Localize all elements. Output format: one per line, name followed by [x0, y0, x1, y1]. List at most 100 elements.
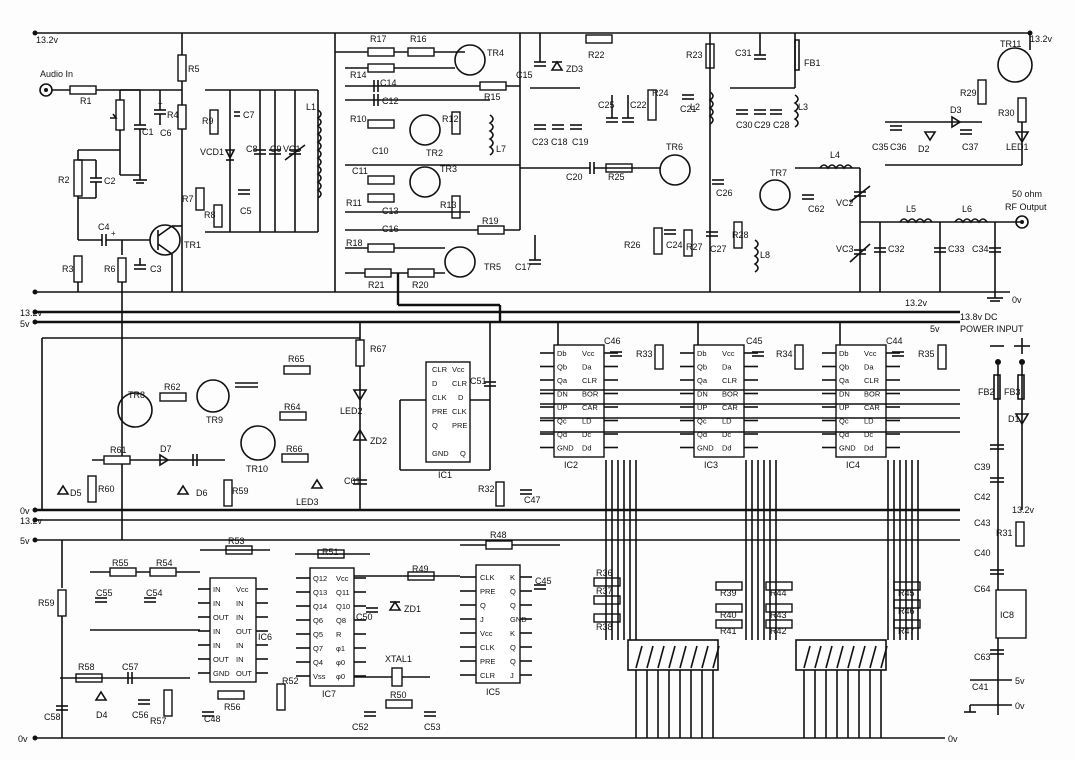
tr7-label: TR7 [770, 168, 787, 178]
ic-pin-label: OUT [236, 669, 252, 678]
ic-pin-label: GND [697, 444, 714, 453]
indicator-section: TR11 R29 R30 D3 C35 C36 D2 C37 LED1 [872, 33, 1033, 166]
r52-label: R52 [282, 676, 299, 686]
r12-label: R12 [442, 114, 459, 124]
oscillator-section: R9 C7 VCD1 R7 R8 C5 C8 C9 VC1 L1 [182, 89, 322, 233]
r11-label: R11 [346, 198, 362, 208]
ic-pin-label: Vcc [582, 349, 595, 358]
rail-label: 13.2v [20, 308, 43, 318]
c15-label: C15 [516, 70, 533, 80]
vc3-label: VC3 [836, 244, 854, 254]
rf-output-label: 50 ohm [1012, 189, 1042, 199]
zener-icon [550, 60, 564, 71]
r28-label: R28 [732, 230, 749, 240]
l1-label: L1 [306, 102, 316, 112]
terminal-icon [1019, 359, 1025, 365]
ic-pin-label: Da [582, 363, 592, 372]
zener-icon [388, 600, 402, 611]
r36-label: R36 [596, 568, 613, 578]
c27-label: C27 [710, 244, 727, 254]
r7-label: R7 [182, 194, 194, 204]
ic-pin-label: Da [864, 363, 874, 372]
c24-label: C24 [666, 240, 683, 250]
ic-pin-label: Vcc [236, 585, 249, 594]
ic-pin-label: Dc [582, 430, 591, 439]
r51-label: R51 [322, 547, 339, 557]
c20-label: C20 [566, 172, 583, 182]
rail-label: 13.2v [905, 298, 928, 308]
r39-label: R39 [720, 588, 737, 598]
ic-pin-label: GND [839, 444, 856, 453]
ic-pin-label: φ0 [336, 658, 345, 667]
c41-label: C41 [972, 682, 989, 692]
c9-label: C9 [270, 144, 282, 154]
c52-label: C52 [352, 722, 369, 732]
ic-pin-label: Qa [839, 376, 850, 385]
r31-label: R31 [996, 528, 1013, 538]
l8-label: L8 [760, 250, 770, 260]
ic-pin-label: Qc [839, 417, 849, 426]
r15-label: R15 [484, 92, 501, 102]
transistor-icon [149, 224, 181, 256]
tr10-label: TR10 [246, 464, 268, 474]
c14-label: C14 [380, 78, 397, 88]
ic-pin-label: BOR [864, 390, 881, 399]
ic-pin-label: R [336, 630, 342, 639]
ic-pin-label: Qd [839, 430, 849, 439]
ic6-body [209, 577, 257, 683]
ic-pin-label: IN [236, 641, 244, 650]
c53-label: C53 [424, 722, 441, 732]
ic-pin-label: D [432, 379, 438, 388]
c22-label: C22 [630, 100, 647, 110]
ic-pin-label: Db [839, 349, 849, 358]
ic-pin-label: CAR [722, 403, 738, 412]
power-label: POWER INPUT [960, 324, 1024, 334]
ic-pin-label: CLK [480, 643, 495, 652]
ic-pin-label: BOR [722, 390, 739, 399]
ic-pin-label: Q [480, 601, 486, 610]
ic-pin-label: Dc [722, 430, 731, 439]
ic-pin-label: CLR [432, 365, 448, 374]
ic-pin-label: Qc [557, 417, 567, 426]
ic-pin-label: UP [557, 403, 567, 412]
ic-pin-label: Q [460, 449, 466, 458]
ic2-label: IC2 [564, 460, 578, 470]
d5-label: D5 [70, 488, 82, 498]
ic-pin-label: UP [697, 403, 707, 412]
ic-pin-label: OUT [236, 627, 252, 636]
r44-label: R44 [770, 588, 787, 598]
l6-label: L6 [962, 204, 972, 214]
ic6-label: IC6 [258, 632, 272, 642]
tr8-label: TR8 [128, 390, 145, 400]
vc2-label: VC2 [836, 198, 854, 208]
r3-label: R3 [62, 264, 74, 274]
rail-label: 0v [1012, 295, 1022, 305]
c58-label: C58 [44, 712, 61, 722]
r27-label: R27 [686, 242, 703, 252]
c17-label: C17 [515, 262, 532, 272]
c37-label: C37 [962, 142, 979, 152]
c28-label: C28 [773, 120, 790, 130]
ic-pin-label: K [510, 629, 515, 638]
ic2-body [553, 344, 605, 458]
r61-label: R61 [110, 445, 127, 455]
ic-pin-label: CLR [452, 379, 468, 388]
ic5-body [475, 564, 521, 684]
c1-label: C1 [142, 127, 154, 137]
c4-label: C4 [98, 222, 110, 232]
rail-labels: 13.2v 13.2v 13.2v 13.2v 5v 0v 13.2v 5v 0… [18, 34, 1053, 744]
xtal1-label: XTAL1 [385, 654, 412, 664]
ic-pin-label: LD [864, 417, 874, 426]
led1-label: LED1 [1006, 142, 1029, 152]
rail-label: 5v [20, 536, 30, 546]
c56-label: C56 [132, 710, 149, 720]
ic1-label: IC1 [438, 470, 452, 480]
rail-label: 0v [20, 506, 30, 516]
c21-label: C21 [680, 104, 697, 114]
ic-pin-label: IN [213, 599, 221, 608]
tr2-label: TR2 [426, 148, 443, 158]
ic-pin-label: PRE [480, 657, 495, 666]
ic-pin-label: PRE [480, 587, 495, 596]
